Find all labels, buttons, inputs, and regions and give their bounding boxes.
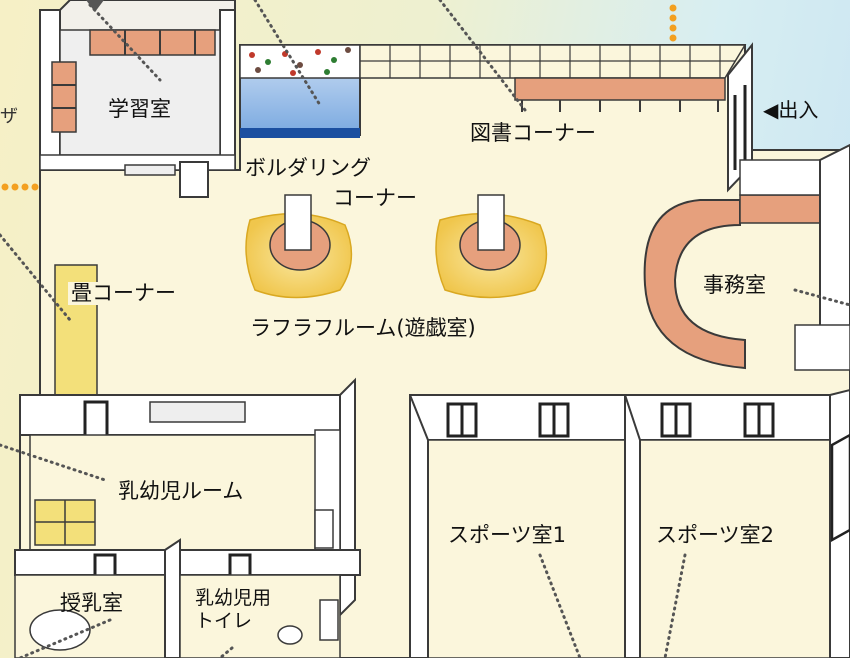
callout-dots xyxy=(1,4,677,191)
sports-rooms-block xyxy=(409,388,850,658)
label-sports-room-1: スポーツ室1 xyxy=(448,523,566,547)
partial-text-left: ザ xyxy=(0,106,18,127)
label-library: 図書コーナー xyxy=(470,121,596,145)
label-tatami: 畳コーナー xyxy=(68,282,179,305)
label-bouldering-line2: コーナー xyxy=(333,186,417,210)
arrowhead-up xyxy=(86,0,104,12)
library-shelves xyxy=(359,42,753,193)
label-infant-room: 乳幼児ルーム xyxy=(115,480,247,503)
label-study-room: 学習室 xyxy=(108,97,171,121)
study-room-block xyxy=(39,0,236,198)
play-pad-left xyxy=(245,194,353,299)
bouldering-wall xyxy=(239,44,361,138)
office-counter xyxy=(643,143,850,371)
label-bouldering-line1: ボルダリング xyxy=(245,156,371,180)
label-infant-toilet-line1: 乳幼児用 xyxy=(192,588,275,609)
label-entrance: ◀出入 xyxy=(763,98,819,122)
play-pad-right xyxy=(435,194,548,299)
label-play-room: ラフラフルーム(遊戯室) xyxy=(250,316,476,340)
label-sports-room-2: スポーツ室2 xyxy=(656,523,774,547)
label-infant-toilet-line2: トイレ xyxy=(195,610,253,632)
label-office: 事務室 xyxy=(703,273,766,297)
label-nursing-room: 授乳室 xyxy=(60,591,123,615)
